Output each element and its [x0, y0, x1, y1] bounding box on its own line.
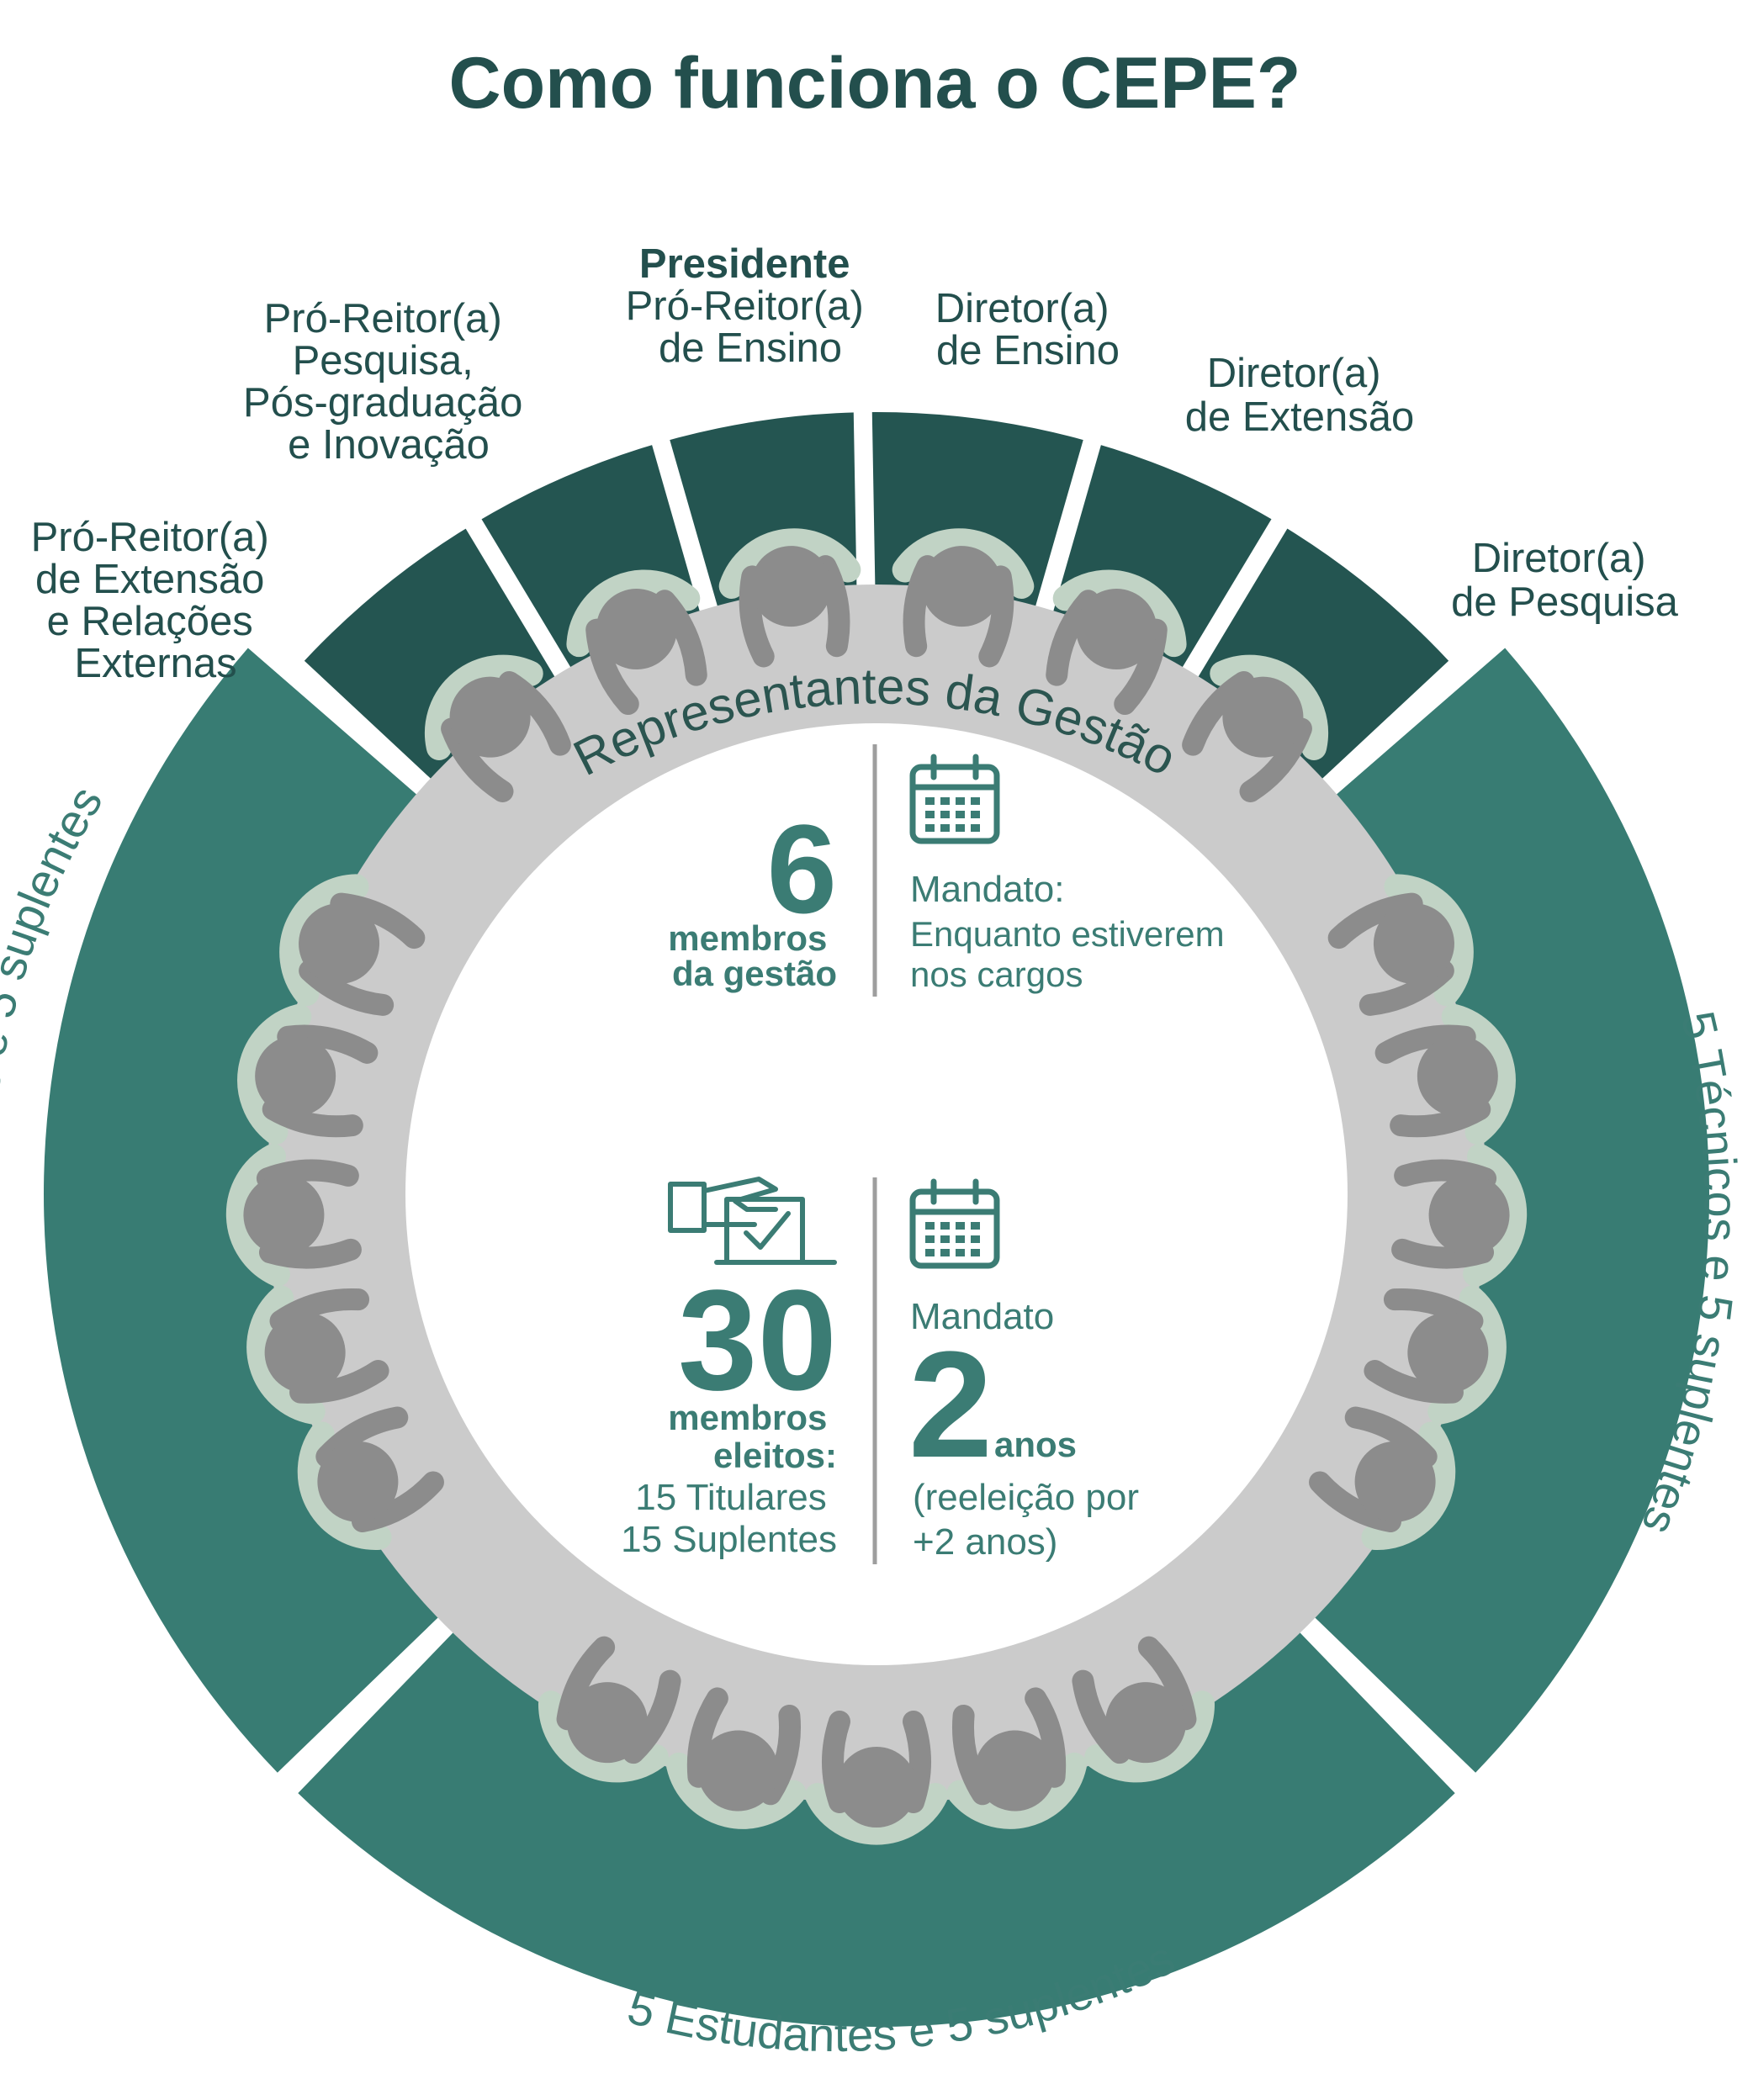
elected-term-unit: anos	[994, 1425, 1077, 1464]
seated-person-icon	[1046, 569, 1187, 716]
seated-person-icon	[538, 1636, 681, 1783]
seated-person-icon	[946, 1687, 1087, 1829]
seated-person-icon	[1309, 1406, 1456, 1550]
svg-text:Diretor(a) de Extensão: Diretor(a) de Extensão	[1185, 351, 1414, 440]
management-stats: 6 membros da gestão Mandato: Enquanto es…	[668, 744, 1234, 997]
seated-person-icon	[225, 1143, 362, 1287]
elected-term-number: 2	[908, 1320, 993, 1489]
seat-label-diretor-extensao: Diretor(a) de Extensão	[1185, 351, 1414, 440]
seat-label-presidente: Presidente Pró-Reitor(a) de Ensino	[626, 241, 876, 371]
svg-text:Diretor(a) de Ensino: Diretor(a) de Ensino	[935, 286, 1121, 373]
ballot-vote-icon	[668, 1177, 837, 1265]
seated-person-icon	[1072, 1636, 1215, 1783]
seated-person-icon	[1391, 1143, 1528, 1287]
svg-text:Diretor(a) de Pesquisa: Diretor(a) de Pesquisa	[1451, 536, 1678, 625]
management-term-title: Mandato:	[910, 869, 1064, 910]
elected-term-title: Mandato	[910, 1296, 1054, 1337]
elected-stats: 30 membros eleitos: 15 Titulares 15 Supl…	[621, 1177, 1149, 1564]
calendar-icon	[909, 1178, 1000, 1269]
seat-label-pro-reitor-extensao: Pró-Reitor(a) de Extensão e Relações Ext…	[31, 515, 281, 686]
management-count-label: membros da gestão	[668, 918, 837, 993]
seated-person-icon	[279, 874, 426, 1016]
seated-people	[225, 528, 1528, 1845]
management-term-text: Enquanto estiverem nos cargos	[910, 914, 1234, 994]
seat-label-diretor-ensino: Diretor(a) de Ensino	[935, 286, 1121, 373]
seat-label-pro-reitor-pesquisa: Pró-Reitor(a) Pesquisa, Pós-graduação e …	[243, 296, 534, 468]
seated-person-icon	[246, 1285, 389, 1425]
seated-person-icon	[1364, 1285, 1507, 1425]
svg-text:Presidente Pró-Reitor(a): Presidente Pró-Reitor(a) de Ensino	[626, 241, 876, 371]
management-count: 6	[767, 798, 837, 939]
seated-person-icon	[1182, 654, 1328, 802]
seated-person-icon	[566, 569, 707, 716]
elected-count: 30	[678, 1261, 837, 1420]
seated-person-icon	[666, 1687, 807, 1829]
seated-person-icon	[718, 528, 861, 668]
seated-person-icon	[297, 1406, 444, 1550]
seated-person-icon	[425, 654, 571, 802]
elected-breakdown: 15 Titulares 15 Suplentes	[621, 1477, 837, 1560]
seated-person-icon	[1327, 874, 1474, 1016]
seated-person-icon	[805, 1711, 948, 1845]
elected-count-label: membros eleitos:	[668, 1398, 837, 1475]
seat-label-diretor-pesquisa: Diretor(a) de Pesquisa	[1451, 536, 1678, 625]
page-title: Como funciona o CEPE?	[449, 43, 1301, 124]
seated-person-icon	[892, 528, 1035, 668]
svg-text:Pró-Reitor(a) de Extensã: Pró-Reitor(a) de Extensão e Relações Ext…	[31, 515, 281, 686]
svg-text:Pró-Reitor(a) Pesquisa,: Pró-Reitor(a) Pesquisa, Pós-graduação e …	[243, 296, 534, 468]
seated-person-icon	[1374, 1003, 1516, 1145]
seated-person-icon	[237, 1003, 379, 1145]
calendar-icon	[909, 754, 1000, 844]
elected-term-note: (reeleição por +2 anos)	[913, 1477, 1149, 1563]
